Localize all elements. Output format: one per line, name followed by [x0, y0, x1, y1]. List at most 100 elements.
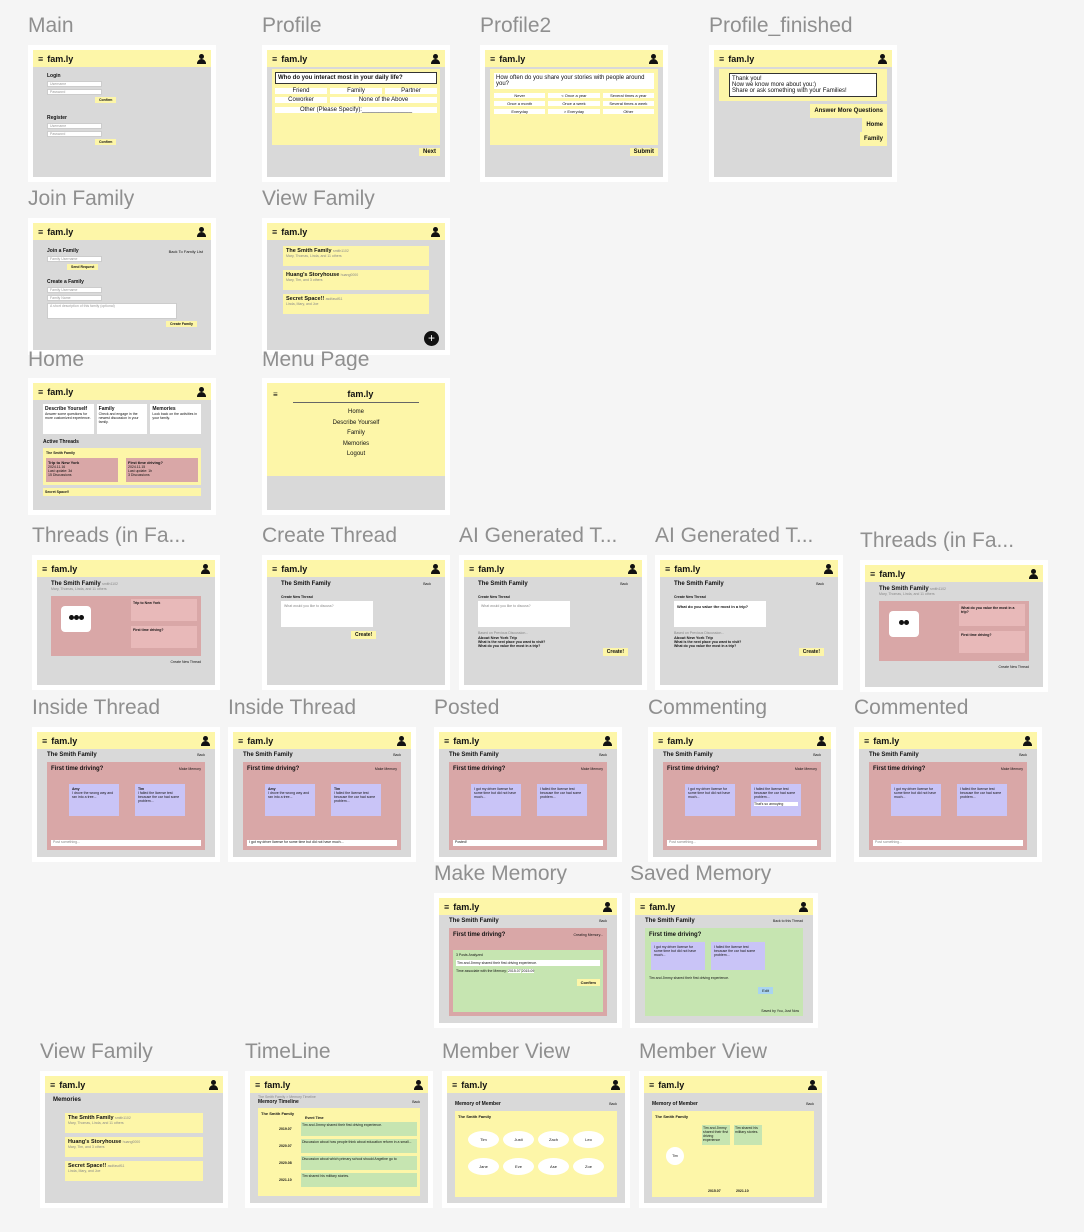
- user-icon[interactable]: [611, 1079, 620, 1090]
- back-link[interactable]: Back: [412, 1100, 420, 1104]
- family-card-smith[interactable]: The Smith Family smith1102 Mary, Thomas,…: [283, 246, 429, 266]
- suggestion-2[interactable]: What do you value the most in a trip?: [478, 644, 541, 648]
- member-avatar[interactable]: Tim: [468, 1131, 499, 1148]
- frame-join-family[interactable]: ≡fam.ly Join a Family Back To Family Lis…: [28, 218, 216, 355]
- post-input[interactable]: Post something...: [51, 840, 201, 846]
- confirm-memory-button[interactable]: Confirm: [576, 979, 600, 986]
- post-input[interactable]: Posted!: [453, 840, 603, 846]
- next-button[interactable]: Next: [418, 148, 440, 156]
- option-everyday[interactable]: Everyday: [494, 109, 546, 114]
- family-thread-board[interactable]: Trip to New York First time driving?: [51, 596, 201, 656]
- start-date-input[interactable]: 2015.07: [508, 969, 521, 973]
- frame-profile-finished[interactable]: ≡fam.ly Thank you! Now we know more abou…: [709, 45, 897, 182]
- create-button[interactable]: Create!: [351, 631, 377, 639]
- member-memory[interactable]: Tim shared his military stories.: [734, 1125, 762, 1145]
- frame-profile2[interactable]: ≡fam.ly How often do you share your stor…: [480, 45, 668, 182]
- thread-card-value[interactable]: What do you value the most in a trip?: [959, 604, 1025, 626]
- register-confirm-button[interactable]: Confirm: [95, 139, 117, 145]
- user-icon[interactable]: [1023, 735, 1032, 746]
- make-memory-button[interactable]: Make Memory: [178, 767, 201, 771]
- user-icon[interactable]: [799, 901, 808, 912]
- member-avatar[interactable]: Leo: [573, 1131, 604, 1148]
- frame-profile[interactable]: ≡fam.ly Who do you interact most in your…: [262, 45, 450, 182]
- member-avatar[interactable]: Justi: [503, 1131, 534, 1148]
- thread-input[interactable]: What would you like to discuss?: [478, 601, 570, 627]
- option-several-week[interactable]: Several times a week: [602, 101, 654, 106]
- user-icon[interactable]: [431, 226, 440, 237]
- family-card-secret[interactable]: Secret Space!! asdfasdf11 Linda, Mary, a…: [283, 294, 429, 314]
- post-input[interactable]: Post something...: [873, 840, 1023, 846]
- member-avatar[interactable]: Zoe: [573, 1158, 604, 1175]
- reply-input[interactable]: That's so annoying: [754, 802, 798, 806]
- option-none[interactable]: None of the Above: [330, 97, 437, 103]
- back-link[interactable]: Back: [599, 919, 607, 923]
- home-button[interactable]: Home: [862, 118, 887, 132]
- back-link[interactable]: Back: [806, 1102, 814, 1106]
- suggestion-1[interactable]: What is the next place you want to visit…: [674, 640, 742, 644]
- thread-card-driving[interactable]: First time driving?2024.11.15 Last updat…: [126, 458, 198, 482]
- user-icon[interactable]: [817, 735, 826, 746]
- back-link[interactable]: Back: [609, 1102, 617, 1106]
- frame-menu-page[interactable]: ≡fam.ly Home Describe Yourself Family Me…: [262, 378, 450, 515]
- password-input[interactable]: Password: [47, 89, 102, 95]
- hamburger-icon[interactable]: ≡: [719, 53, 725, 64]
- suggestion-1[interactable]: What is the next place you want to visit…: [478, 640, 546, 644]
- back-link[interactable]: Back: [599, 753, 607, 757]
- family-username-input[interactable]: Family Username: [47, 256, 102, 262]
- back-to-thread-link[interactable]: Back to this Thread: [772, 919, 803, 923]
- member-avatar[interactable]: Ase: [538, 1158, 569, 1175]
- login-confirm-button[interactable]: Confirm: [95, 97, 117, 103]
- hamburger-icon[interactable]: ≡: [38, 226, 44, 237]
- thread-card-driving[interactable]: First time driving?: [959, 631, 1025, 653]
- timeline-entry[interactable]: Tim shared his military stories.: [301, 1173, 417, 1187]
- frame-memories[interactable]: ≡fam.ly Memories The Smith Family smith1…: [40, 1071, 228, 1208]
- family-button[interactable]: Family: [859, 132, 887, 146]
- edit-memory-button[interactable]: Edit: [758, 987, 773, 994]
- hamburger-icon[interactable]: ≡: [38, 386, 44, 397]
- register-password-input[interactable]: Password: [47, 131, 102, 137]
- create-new-thread-link[interactable]: Create New Thread: [998, 665, 1029, 669]
- submit-button[interactable]: Submit: [629, 148, 658, 156]
- option-family[interactable]: Family: [330, 88, 382, 94]
- back-link[interactable]: Back: [393, 753, 401, 757]
- option-never[interactable]: Never: [494, 93, 546, 98]
- create-new-thread-link[interactable]: Create New Thread: [170, 660, 201, 664]
- hamburger-icon[interactable]: ≡: [490, 53, 496, 64]
- option-month[interactable]: Once a month: [494, 101, 546, 106]
- back-link[interactable]: Back: [620, 582, 628, 586]
- user-icon[interactable]: [197, 386, 206, 397]
- back-to-family-list-link[interactable]: Back To Family List: [168, 248, 203, 254]
- frame-threads-2[interactable]: ≡fam.ly The Smith Family smith1102 Mary,…: [860, 560, 1048, 692]
- user-icon[interactable]: [431, 563, 440, 574]
- member-memory[interactable]: Tim and Jimmy shared their first driving…: [702, 1125, 730, 1145]
- user-icon[interactable]: [603, 901, 612, 912]
- register-username-input[interactable]: Username: [47, 123, 102, 129]
- create-button[interactable]: Create!: [602, 648, 628, 656]
- hamburger-icon[interactable]: ≡: [273, 389, 278, 399]
- post-input[interactable]: Post something...: [667, 840, 817, 846]
- option-week[interactable]: Once a week: [548, 101, 600, 106]
- suggestion-2[interactable]: What do you value the most in a trip?: [674, 644, 737, 648]
- option-more-everyday[interactable]: > Everyday: [548, 109, 600, 114]
- frame-threads-1[interactable]: ≡fam.ly The Smith Family smith1102 Mary,…: [32, 555, 220, 690]
- family-description-input[interactable]: A short description of this family (opti…: [47, 303, 177, 319]
- secret-space-row[interactable]: Secret Space!!: [43, 488, 201, 496]
- member-avatar[interactable]: Jane: [468, 1158, 499, 1175]
- family-card-huang[interactable]: Huang's Storyhouse huang0000 Mary, Tim, …: [283, 270, 429, 290]
- menu-home[interactable]: Home: [347, 409, 364, 415]
- user-icon[interactable]: [201, 563, 210, 574]
- timeline-entry[interactable]: Discussion about how people think about …: [301, 1139, 417, 1153]
- menu-logout[interactable]: Logout: [346, 451, 366, 457]
